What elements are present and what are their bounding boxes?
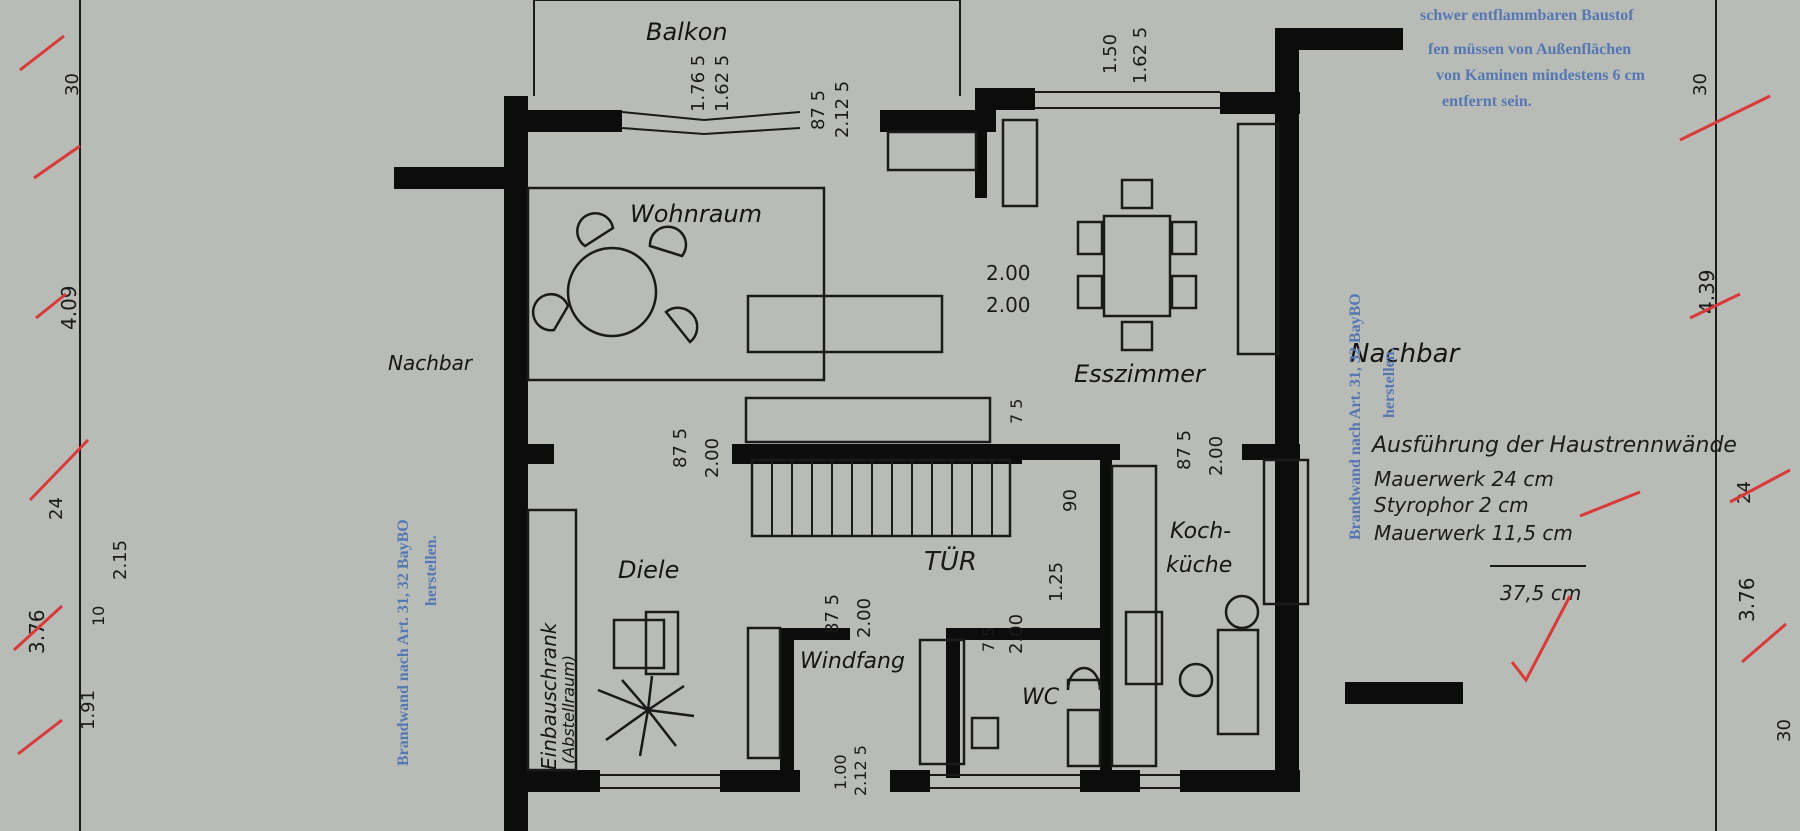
room-wohnraum: Wohnraum	[630, 200, 762, 228]
dim-wc-75: 7 5	[979, 627, 998, 652]
dimension-labels: 1.76 5 1.62 5 87 5 2.12 5 1.50 1.62 5 2.…	[25, 0, 1795, 831]
dim-bottom-a: 1.00	[831, 754, 850, 790]
dim-wc-200: 2.00	[1006, 614, 1027, 654]
dim-center-b: 2.00	[986, 293, 1031, 317]
stamp-top-right-4: entfernt sein.	[1442, 93, 1532, 110]
wall-notes: Ausführung der Haustrennwände Mauerwerk …	[1370, 433, 1737, 605]
room-labels: Balkon Wohnraum Esszimmer Diele Windfang…	[388, 18, 1462, 770]
staircase	[750, 458, 1012, 538]
dim-right-30-bottom: 30	[1774, 719, 1795, 742]
dim-right-24: 24	[1734, 481, 1755, 504]
furniture	[526, 118, 1310, 772]
room-wc: WC	[1022, 685, 1060, 710]
dim-bottom-b: 2.12 5	[851, 745, 870, 796]
room-kochkueche-1: Koch-	[1170, 519, 1231, 544]
dim-balkon-a: 1.76 5	[688, 55, 709, 112]
dim-balkon-d: 2.12 5	[832, 81, 853, 138]
dim-left-376: 3.76	[25, 609, 49, 654]
check-mark	[1510, 595, 1572, 683]
dim-left-191: 1.91	[78, 690, 99, 730]
dim-balkon-c: 87 5	[808, 90, 829, 130]
dim-left-409: 4.09	[57, 285, 81, 330]
room-diele: Diele	[618, 556, 679, 584]
stamp-top-right-2: fen müssen von Außenflächen	[1428, 41, 1631, 58]
dim-wc-125: 1.25	[1046, 562, 1067, 602]
dim-center-a: 2.00	[986, 261, 1031, 285]
stamp-left-vertical-1: Brandwand nach Art. 31, 32 BayBO	[395, 519, 412, 766]
dim-balkon-b: 1.62 5	[712, 55, 733, 112]
dim-right-376: 3.76	[1735, 577, 1759, 622]
note-title: Ausführung der Haustrennwände	[1370, 433, 1737, 458]
dim-stair-a: 87 5	[670, 428, 691, 468]
dim-es-a: 87 5	[1174, 430, 1195, 470]
stamp-top-right-1: schwer entflammbaren Baustof	[1420, 7, 1634, 24]
note-tuer: TÜR	[924, 545, 977, 577]
label-nachbar-left: Nachbar	[388, 351, 474, 375]
dim-diele-b: 2.00	[854, 598, 875, 638]
dim-left-10: 10	[89, 606, 108, 626]
dim-es-c: 7 5	[1007, 399, 1026, 424]
dim-right-30-top: 30	[1690, 73, 1711, 96]
room-einbauschrank-1: Einbauschrank	[537, 621, 561, 770]
stamp-right-vertical-1: Brandwand nach Art. 31, 32 BayBO	[1347, 293, 1364, 540]
dim-diele-a: 87 5	[822, 594, 843, 634]
walls	[394, 28, 1463, 831]
dim-top-right-a: 1.50	[1100, 34, 1121, 74]
note-line1: Mauerwerk 24 cm	[1374, 467, 1554, 491]
room-balkon: Balkon	[646, 18, 728, 46]
dim-kueche-90: 90	[1060, 489, 1081, 512]
room-einbauschrank-2: (Abstellraum)	[559, 655, 578, 764]
note-total: 37,5 cm	[1500, 581, 1581, 605]
room-kochkueche-2: küche	[1166, 553, 1232, 578]
label-nachbar-right: Nachbar	[1350, 339, 1462, 369]
dim-stair-b: 2.00	[702, 438, 723, 478]
red-marks	[12, 34, 1791, 756]
dim-left-24: 24	[46, 497, 67, 520]
stamp-right-vertical-2: herstellen.	[1381, 347, 1398, 418]
note-line3: Mauerwerk 11,5 cm	[1374, 521, 1573, 545]
stamp-top-right-3: von Kaminen mindestens 6 cm	[1436, 67, 1646, 84]
stamps: schwer entflammbaren Baustof fen müssen …	[395, 7, 1646, 766]
dim-left-215: 2.15	[110, 540, 131, 580]
stamp-left-vertical-2: herstellen.	[423, 535, 440, 606]
room-windfang: Windfang	[800, 649, 905, 674]
windows	[533, 0, 1220, 789]
room-esszimmer: Esszimmer	[1074, 360, 1207, 388]
dim-top-right-b: 1.62 5	[1130, 27, 1151, 84]
dim-es-b: 2.00	[1206, 436, 1227, 476]
note-line2: Styrophor 2 cm	[1374, 493, 1529, 517]
dim-left-30: 30	[62, 73, 83, 96]
